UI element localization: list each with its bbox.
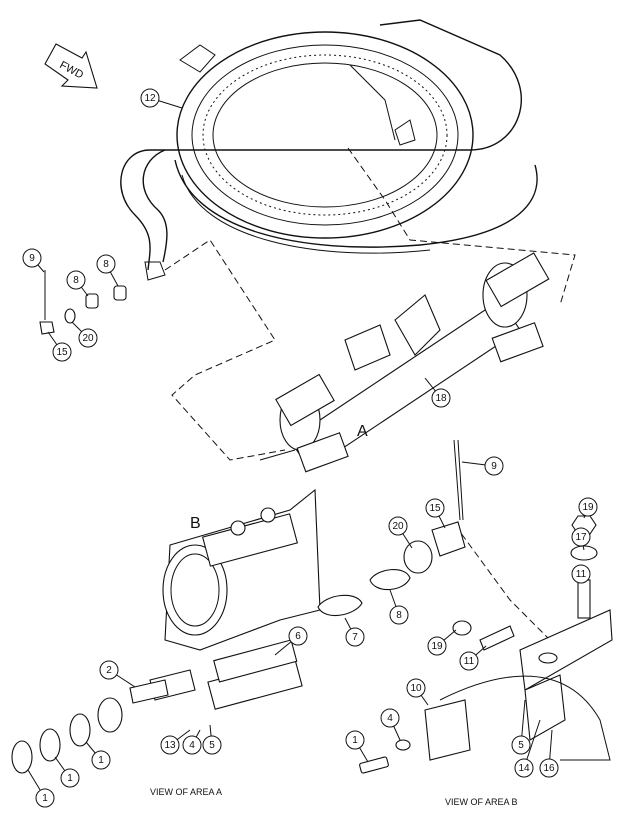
callout-number: 11 (576, 569, 587, 580)
callout-number: 7 (352, 632, 358, 643)
callout-number: 1 (42, 793, 48, 804)
callout-number: 13 (164, 740, 176, 751)
callout-number: 8 (73, 275, 79, 286)
dashed-leaders (164, 147, 576, 651)
callout-number: 14 (518, 763, 530, 774)
callout-number: 1 (98, 755, 104, 766)
callout-number: 8 (103, 259, 109, 270)
callout-bubble (539, 758, 559, 778)
callout-bubble (431, 388, 451, 408)
callout-bubble (182, 735, 202, 755)
callout-number: 1 (67, 773, 73, 784)
callout-number: 17 (575, 532, 587, 543)
area-b-housing (149, 488, 321, 710)
callout-bubble (571, 527, 591, 547)
callout-bubble (22, 248, 42, 268)
callout-number: 9 (29, 253, 35, 264)
callout-bubble (380, 708, 400, 728)
axle-assembly (259, 252, 550, 473)
callout-number: 19 (582, 502, 594, 513)
area-b-letter: B (190, 515, 201, 532)
callout-number: 10 (410, 683, 422, 694)
callout-number: 4 (387, 713, 393, 724)
callout-number: 5 (518, 740, 524, 751)
callout-number: 4 (189, 740, 195, 751)
callout-bubble (96, 254, 116, 274)
callout-number: 11 (464, 656, 475, 667)
callout-number: 19 (431, 641, 443, 652)
callout-number: 20 (392, 521, 404, 532)
callout-number: 18 (435, 393, 447, 404)
callout-bubble (78, 328, 98, 348)
area-a-letter: A (357, 423, 368, 440)
turntable-frame (120, 19, 538, 281)
callout-bubble (484, 456, 504, 476)
caption-view-area-a: VIEW OF AREA A (150, 787, 222, 797)
callout-number: 1 (352, 735, 358, 746)
callout-bubble (459, 651, 479, 671)
callout-bubble (99, 660, 119, 680)
callout-number: 5 (209, 740, 215, 751)
callout-bubble (345, 627, 365, 647)
callout-bubble (425, 498, 445, 518)
callout-bubble (288, 626, 308, 646)
fwd-arrow-icon: FWD (44, 43, 98, 89)
callout-number: 15 (429, 503, 441, 514)
callout-bubble (406, 678, 426, 698)
callout-bubble (35, 788, 55, 808)
small-parts-top (39, 270, 127, 335)
caption-view-area-b: VIEW OF AREA B (445, 797, 518, 807)
callout-number: 6 (295, 631, 301, 642)
callout-bubble (427, 636, 447, 656)
callout-bubble (160, 735, 180, 755)
callout-bubble (60, 768, 80, 788)
callout-bubble (514, 758, 534, 778)
callout-bubble (571, 564, 591, 584)
callout-bubble (140, 88, 160, 108)
callout-number: 8 (396, 610, 402, 621)
callout-bubble (52, 342, 72, 362)
callout-number: 16 (543, 763, 555, 774)
callout-bubble (91, 750, 111, 770)
callout-number: 15 (56, 347, 68, 358)
callout-bubble (511, 735, 531, 755)
callout-bubble (389, 605, 409, 625)
callout-bubble (66, 270, 86, 290)
callout-number: 20 (82, 333, 94, 344)
callout-bubble (345, 730, 365, 750)
callout-number: 2 (106, 665, 112, 676)
callout-bubble (578, 497, 598, 517)
callout-number: 12 (144, 93, 156, 104)
callout-bubble (388, 516, 408, 536)
callout-bubble (202, 735, 222, 755)
small-parts-area-a (11, 439, 466, 774)
callout-number: 9 (491, 461, 497, 472)
